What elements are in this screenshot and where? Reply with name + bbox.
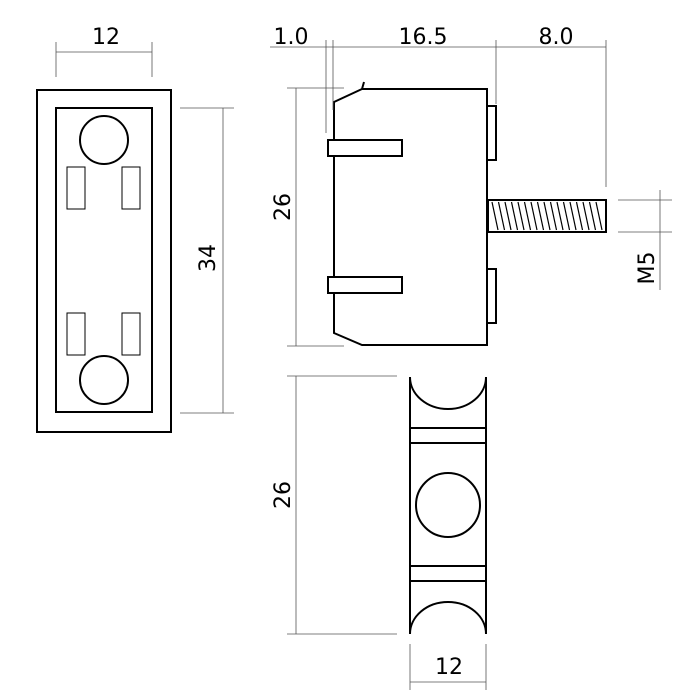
dim-side-top-chain: 1.0 16.5 8.0 bbox=[270, 25, 607, 187]
thread-line bbox=[497, 201, 506, 231]
dim-front-width: 12 bbox=[55, 25, 153, 77]
side-bottom-lug bbox=[486, 268, 497, 324]
front-top-hole bbox=[79, 115, 129, 165]
thread-line bbox=[556, 201, 564, 231]
threaded-stud bbox=[487, 199, 607, 233]
side-top-tab bbox=[327, 139, 403, 157]
thread-line bbox=[562, 201, 571, 231]
thread-line bbox=[504, 201, 512, 231]
side-body bbox=[333, 88, 488, 346]
thread-line bbox=[517, 201, 525, 231]
thread-line bbox=[491, 201, 499, 231]
dim-stud-thread-label: M5 bbox=[635, 252, 660, 285]
front-view bbox=[36, 89, 172, 433]
dim-front-height-label: 34 bbox=[196, 244, 221, 272]
dim-side-height: 26 bbox=[271, 87, 344, 347]
side-bottom-tab bbox=[327, 276, 403, 294]
dim-side-height-label: 26 bbox=[271, 193, 296, 221]
dim-front-height: 34 bbox=[180, 107, 234, 414]
bottom-bottom-notch bbox=[409, 601, 487, 635]
thread-line bbox=[575, 201, 584, 231]
dim-bottom-width-label: 12 bbox=[435, 655, 463, 680]
thread-line bbox=[536, 201, 545, 231]
front-slot-top-left bbox=[66, 166, 86, 210]
side-top-lug bbox=[486, 105, 497, 161]
dim-side-body-label: 16.5 bbox=[399, 25, 448, 50]
front-slot-bottom-left bbox=[66, 312, 86, 356]
thread-line bbox=[523, 201, 532, 231]
thread-line bbox=[588, 201, 597, 231]
thread-line bbox=[549, 201, 558, 231]
thread-line bbox=[595, 201, 603, 231]
thread-line bbox=[569, 201, 577, 231]
bottom-view bbox=[409, 376, 487, 635]
front-slot-bottom-right bbox=[121, 312, 141, 356]
thread-line bbox=[510, 201, 519, 231]
dim-front-width-label: 12 bbox=[92, 25, 120, 50]
front-bottom-hole bbox=[79, 355, 129, 405]
front-slot-top-right bbox=[121, 166, 141, 210]
bottom-top-notch bbox=[409, 376, 487, 410]
thread-line bbox=[530, 201, 538, 231]
thread-line bbox=[543, 201, 551, 231]
thread-line bbox=[582, 201, 590, 231]
bottom-center-hole bbox=[415, 472, 481, 538]
front-outer-frame bbox=[36, 89, 172, 433]
dim-bottom-width: 12 bbox=[409, 644, 487, 690]
dim-side-stud-label: 8.0 bbox=[539, 25, 574, 50]
front-inner-frame bbox=[55, 107, 153, 413]
side-view bbox=[327, 81, 607, 346]
dim-bottom-height: 26 bbox=[271, 375, 397, 635]
dim-stud-thread: M5 bbox=[618, 190, 672, 290]
dim-side-offset-label: 1.0 bbox=[274, 25, 309, 50]
dim-bottom-height-label: 26 bbox=[271, 481, 296, 509]
